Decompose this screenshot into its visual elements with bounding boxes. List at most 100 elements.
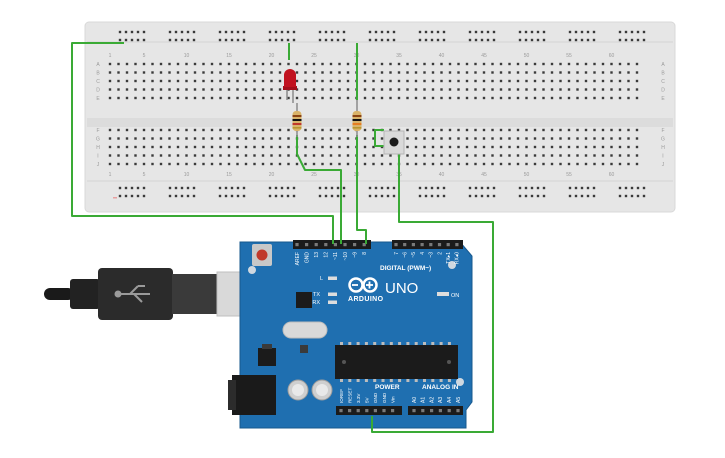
breadboard-hole[interactable] <box>363 128 367 132</box>
rail-hole[interactable] <box>124 194 128 198</box>
rail-hole[interactable] <box>130 194 134 198</box>
breadboard-hole[interactable] <box>542 96 545 100</box>
rail-hole[interactable] <box>468 38 472 42</box>
rail-hole[interactable] <box>230 38 234 42</box>
breadboard-hole[interactable] <box>142 88 146 91</box>
breadboard-hole[interactable] <box>108 154 112 157</box>
breadboard-hole[interactable] <box>185 162 188 166</box>
rail-hole[interactable] <box>436 38 440 42</box>
breadboard-hole[interactable] <box>414 79 418 83</box>
breadboard-hole[interactable] <box>550 62 554 66</box>
rail-hole[interactable] <box>424 186 428 190</box>
breadboard-hole[interactable] <box>533 128 537 132</box>
rail-hole[interactable] <box>318 38 322 42</box>
breadboard-hole[interactable] <box>601 62 605 66</box>
rail-hole[interactable] <box>618 186 622 190</box>
breadboard-hole[interactable] <box>601 79 605 83</box>
rail-hole[interactable] <box>518 38 522 42</box>
breadboard-hole[interactable] <box>117 79 120 83</box>
rail-hole[interactable] <box>586 38 590 42</box>
breadboard-hole[interactable] <box>159 145 163 149</box>
breadboard-hole[interactable] <box>134 88 137 91</box>
breadboard-hole[interactable] <box>525 137 528 140</box>
breadboard-hole[interactable] <box>117 128 120 132</box>
breadboard-hole[interactable] <box>414 88 418 91</box>
breadboard-hole[interactable] <box>440 145 443 149</box>
breadboard-hole[interactable] <box>584 96 588 100</box>
breadboard-hole[interactable] <box>576 71 579 74</box>
breadboard-hole[interactable] <box>431 96 435 100</box>
breadboard-hole[interactable] <box>601 71 605 74</box>
breadboard-hole[interactable] <box>346 88 350 91</box>
breadboard-hole[interactable] <box>525 128 528 132</box>
breadboard-hole[interactable] <box>508 96 511 100</box>
breadboard-hole[interactable] <box>227 88 231 91</box>
breadboard-hole[interactable] <box>134 154 137 157</box>
breadboard-hole[interactable] <box>584 145 588 149</box>
rail-hole[interactable] <box>530 186 534 190</box>
rail-hole[interactable] <box>280 186 284 190</box>
rail-hole[interactable] <box>630 38 634 42</box>
breadboard-hole[interactable] <box>304 154 307 157</box>
breadboard-hole[interactable] <box>210 79 214 83</box>
rail-hole[interactable] <box>318 194 322 198</box>
resistor-1[interactable] <box>292 103 302 137</box>
rail-hole[interactable] <box>286 186 290 190</box>
breadboard-hole[interactable] <box>525 162 528 166</box>
breadboard-hole[interactable] <box>508 137 511 140</box>
breadboard-hole[interactable] <box>576 154 579 157</box>
breadboard-hole[interactable] <box>168 71 171 74</box>
breadboard-hole[interactable] <box>474 162 477 166</box>
rail-hole[interactable] <box>436 30 440 34</box>
breadboard-hole[interactable] <box>618 137 622 140</box>
rail-hole[interactable] <box>236 38 240 42</box>
breadboard-hole[interactable] <box>321 128 324 132</box>
breadboard-hole[interactable] <box>627 137 630 140</box>
breadboard-hole[interactable] <box>261 162 265 166</box>
breadboard-hole[interactable] <box>202 154 205 157</box>
analog-pin[interactable] <box>456 409 460 413</box>
breadboard-hole[interactable] <box>482 71 486 74</box>
rail-hole[interactable] <box>274 194 278 198</box>
breadboard-hole[interactable] <box>210 62 214 66</box>
breadboard-hole[interactable] <box>372 79 375 83</box>
breadboard-hole[interactable] <box>321 96 324 100</box>
breadboard-hole[interactable] <box>202 96 205 100</box>
breadboard-hole[interactable] <box>151 162 154 166</box>
breadboard-hole[interactable] <box>108 162 112 166</box>
breadboard-hole[interactable] <box>499 88 503 91</box>
rail-hole[interactable] <box>624 186 628 190</box>
breadboard-hole[interactable] <box>176 96 180 100</box>
breadboard-hole[interactable] <box>338 137 341 140</box>
breadboard-hole[interactable] <box>185 96 188 100</box>
breadboard-hole[interactable] <box>287 145 290 149</box>
breadboard-hole[interactable] <box>185 79 188 83</box>
breadboard-hole[interactable] <box>278 71 282 74</box>
rail-hole[interactable] <box>636 194 640 198</box>
breadboard-hole[interactable] <box>627 96 630 100</box>
breadboard-hole[interactable] <box>253 154 256 157</box>
breadboard-hole[interactable] <box>363 96 367 100</box>
breadboard-hole[interactable] <box>474 96 477 100</box>
breadboard-hole[interactable] <box>533 137 537 140</box>
breadboard-hole[interactable] <box>499 162 503 166</box>
rail-hole[interactable] <box>330 30 334 34</box>
digital-pin[interactable] <box>324 243 328 247</box>
breadboard-hole[interactable] <box>270 96 273 100</box>
breadboard-hole[interactable] <box>542 162 545 166</box>
breadboard-hole[interactable] <box>635 79 639 83</box>
rail-hole[interactable] <box>530 38 534 42</box>
breadboard-hole[interactable] <box>346 162 350 166</box>
breadboard-hole[interactable] <box>253 96 256 100</box>
rail-hole[interactable] <box>192 194 196 198</box>
breadboard-hole[interactable] <box>193 71 197 74</box>
rail-hole[interactable] <box>618 38 622 42</box>
breadboard-hole[interactable] <box>618 71 622 74</box>
breadboard-hole[interactable] <box>142 79 146 83</box>
rail-hole[interactable] <box>474 186 478 190</box>
digital-pin[interactable] <box>343 243 347 247</box>
breadboard-hole[interactable] <box>397 96 401 100</box>
breadboard-hole[interactable] <box>227 62 231 66</box>
breadboard-hole[interactable] <box>508 88 511 91</box>
breadboard-hole[interactable] <box>312 88 316 91</box>
